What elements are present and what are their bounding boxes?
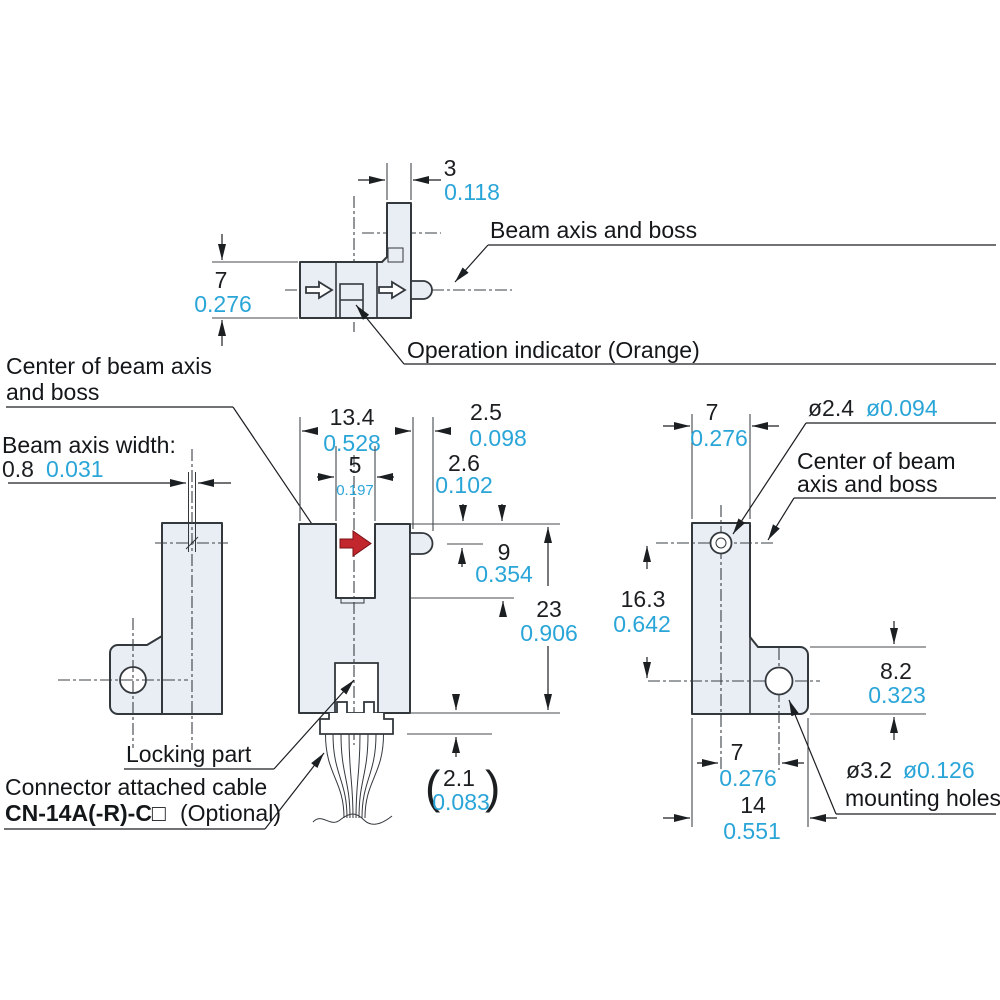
paren-close: ) [485,761,500,813]
boss-circle [709,531,733,555]
dim-3-mm: 3 [444,155,457,181]
center-beam-label-line1: Center of beam axis [6,353,212,379]
right-side-view: 7 0.276 ø2.4 ø0.094 Center of beam axis … [613,395,1000,844]
mounting-holes-label: mounting holes [845,785,1000,811]
dim-2-6-mm: 2.6 [448,450,480,476]
dim-2-1-mm: 2.1 [443,765,475,791]
left-side-view: Beam axis width: 0.8 0.031 Center of bea… [2,353,323,750]
dim-16-3-mm: 16.3 [621,586,666,612]
center-beam-right-line1: Center of beam [797,448,956,474]
boss-nub-front [409,532,434,555]
tower-step [387,247,404,263]
dim-3-in: 0.118 [444,179,500,205]
boss-dia-in: ø0.094 [866,395,938,421]
dim-2-5-in: 0.098 [469,425,527,451]
top-view: 3 0.118 7 0.276 Beam axis and boss Opera… [194,155,996,365]
boss-dia-mm: ø2.4 [808,395,854,421]
dim-2-5-mm: 2.5 [470,399,502,425]
locking-part-label: Locking part [126,741,252,767]
dim-8-2-in: 0.323 [868,682,926,708]
hole-dia-in: ø0.126 [903,757,975,783]
front-view: 13.4 0.528 2.5 0.098 5 0.197 2.6 0.102 9… [4,399,578,830]
slot-lens-step [340,598,365,604]
emitter-arrow-icon [305,280,334,300]
leader-arrow [355,304,405,365]
beam-width-mm: 0.8 [2,456,34,482]
beam-width-in: 0.031 [46,456,104,482]
dim-16-3-in: 0.642 [613,611,671,637]
leader-arrow [732,422,807,535]
leader-arrow [767,497,795,541]
operation-indicator-label: Operation indicator (Orange) [407,337,700,363]
beam-direction-arrow-icon [339,530,372,557]
leader-arrow [788,699,837,815]
leader-arrow [264,752,325,830]
cable-wires [312,733,393,825]
beam-axis-boss-label: Beam axis and boss [490,217,697,243]
dim-7-mm: 7 [215,267,228,293]
dim-5-in: 0.197 [336,482,374,499]
connector-flange [319,713,394,735]
leader-arrow [273,679,355,770]
dim-7-bottom-in: 0.276 [719,765,777,791]
operation-indicator-window [339,283,364,319]
connector-cable-label: Connector attached cable [5,774,267,800]
cable-break-line [312,813,393,825]
center-beam-label-line2: and boss [6,379,99,405]
dim-13-4-mm: 13.4 [330,404,375,430]
dim-7-in: 0.276 [194,291,252,317]
dim-23-in: 0.906 [520,620,578,646]
paren-open: ( [425,761,441,813]
dim-2-1-in: 0.083 [432,789,490,815]
leader-arrow [232,406,323,540]
dim-7-top-mm: 7 [706,399,719,425]
dim-8-2-mm: 8.2 [880,658,912,684]
boss-nub [410,280,433,300]
dim-23-mm: 23 [536,596,562,622]
dim-5-mm: 5 [349,452,362,478]
dim-9-in: 0.354 [475,561,533,587]
receiver-arrow-icon [378,280,407,300]
beam-width-label: Beam axis width: [2,432,176,458]
dim-7-bottom-mm: 7 [731,739,744,765]
dim-7-top-in: 0.276 [690,425,748,451]
leader-arrow [454,244,489,283]
dim-14-mm: 14 [740,792,766,818]
boss-inner-circle [715,537,727,549]
dim-13-4-in: 0.528 [323,430,381,456]
dim-9-mm: 9 [498,539,511,565]
connector-model-label: CN-14A(-R)-C□ [5,800,166,826]
connector-optional-label: (Optional) [180,800,281,826]
hole-dia-mm: ø3.2 [846,757,892,783]
dim-14-in: 0.551 [723,818,781,844]
dim-2-6-in: 0.102 [435,472,493,498]
mounting-hole [764,666,794,696]
center-beam-right-line2: axis and boss [797,471,938,497]
beam-axis-mark [185,536,199,550]
